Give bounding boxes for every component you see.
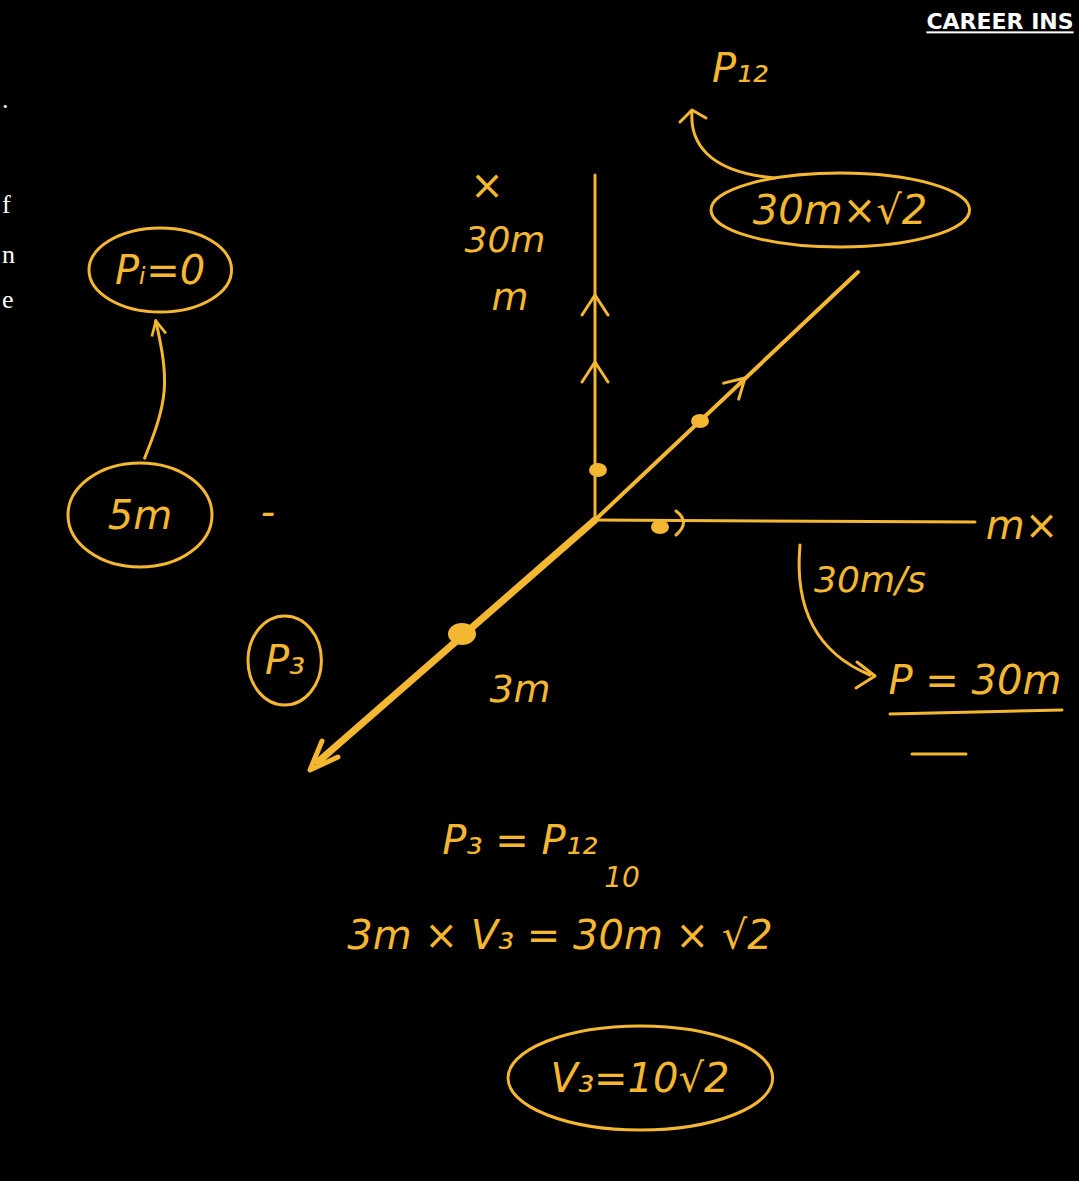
- handwritten-text: V₃=10√2: [551, 1055, 730, 1101]
- handwritten-label: -: [261, 489, 275, 535]
- direction-chevron: [582, 295, 608, 315]
- underline: [890, 710, 1062, 714]
- handwritten-label: 30m/s: [814, 559, 926, 600]
- circled-note: 30m×√2: [708, 170, 973, 250]
- handwritten-text: 30m×√2: [753, 187, 927, 233]
- page-fragment: n: [2, 240, 15, 270]
- arrow-connector: [145, 321, 165, 458]
- handwritten-label: 3m × V₃ = 30m × √2: [347, 912, 772, 958]
- handwritten-label: ×: [470, 162, 504, 208]
- ellipse-stroke: [711, 173, 970, 247]
- mass-dot: [651, 520, 669, 534]
- ellipse-stroke: [508, 1026, 773, 1130]
- horizontal-axis: [595, 520, 975, 522]
- mass-dot: [691, 414, 709, 428]
- page-fragment: .: [2, 85, 9, 115]
- ellipse-stroke: [89, 228, 232, 312]
- ellipse-stroke: [68, 463, 212, 567]
- handwritten-text: P₃: [265, 637, 305, 683]
- handwritten-label: 3m: [489, 668, 550, 712]
- handwritten-label: P₁₂: [712, 45, 768, 91]
- arrow-head: [310, 741, 338, 770]
- mass-dot: [448, 623, 476, 645]
- handwritten-label: 30m: [465, 219, 546, 260]
- page-fragment: e: [2, 285, 14, 315]
- handwritten-label: P₃ = P₁₂: [442, 817, 597, 863]
- arrow-head: [856, 662, 875, 688]
- mass-dot: [589, 463, 607, 477]
- arrow-head: [680, 110, 706, 122]
- handwritten-text: 5m: [108, 492, 172, 538]
- circled-note: V₃=10√2: [505, 1023, 776, 1133]
- leader-line: [692, 112, 775, 178]
- direction-mark: [676, 511, 684, 535]
- handwritten-text: Pᵢ=0: [115, 247, 205, 293]
- handwritten-label: P = 30m: [889, 657, 1062, 703]
- direction-chevron: [582, 362, 608, 382]
- diagonal-axis: [595, 272, 858, 520]
- circled-note: 5m: [65, 460, 215, 570]
- handwritten-label: m: [491, 276, 528, 320]
- thick-diagonal-axis: [318, 520, 595, 762]
- ellipse-stroke: [248, 616, 321, 705]
- handwritten-label: m×: [986, 502, 1058, 548]
- page-fragment: f: [2, 190, 11, 220]
- underline: [912, 753, 966, 756]
- direction-chevron: [724, 378, 745, 399]
- circled-note: P₃: [245, 613, 324, 708]
- handwritten-label: 10: [604, 862, 640, 894]
- logo-text: CAREER INS: [926, 9, 1073, 34]
- circled-note: Pᵢ=0: [86, 225, 235, 315]
